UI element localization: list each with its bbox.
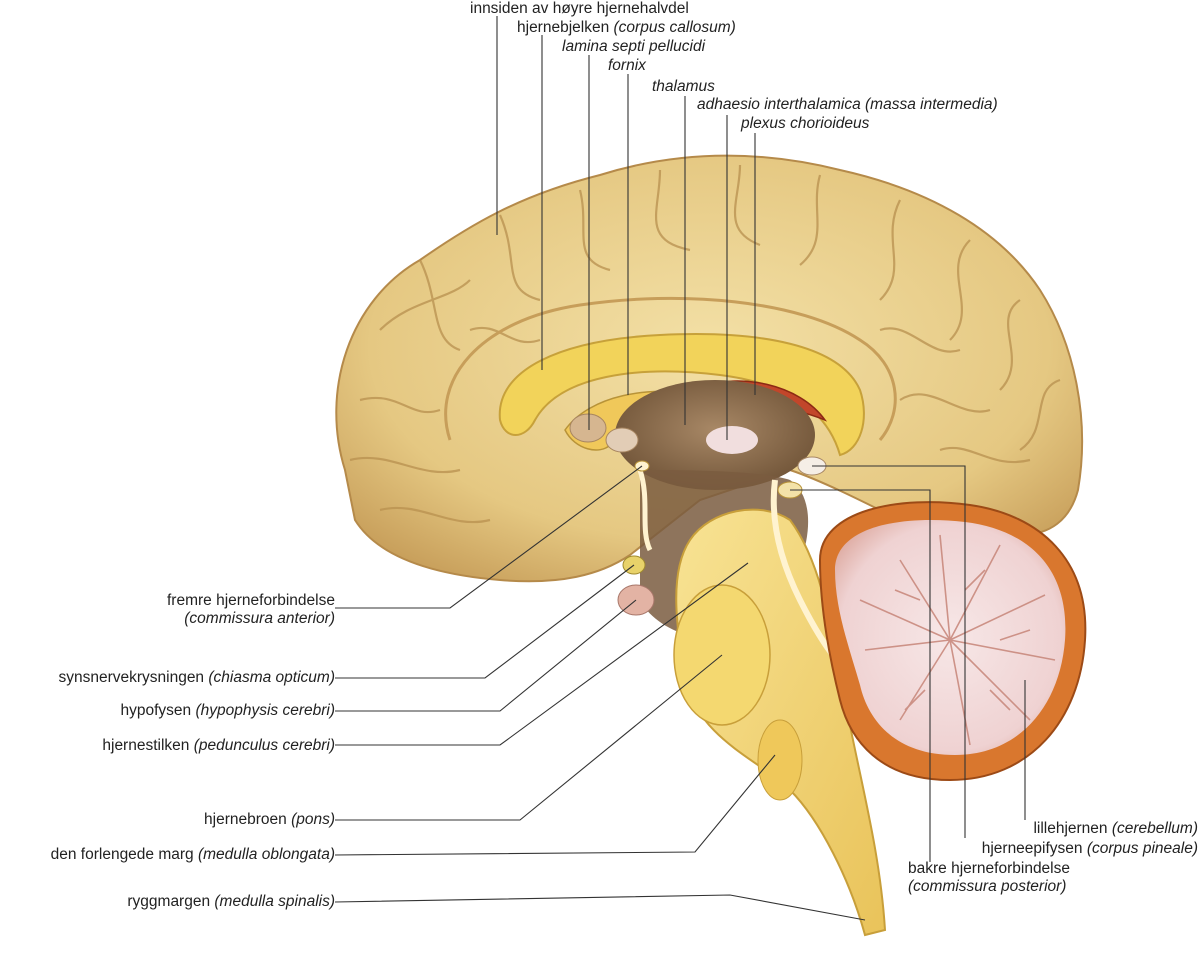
label-innsiden: innsiden av høyre hjernehalvdel bbox=[470, 0, 689, 18]
label-fremre: fremre hjerneforbindelse (commissura ant… bbox=[167, 592, 335, 628]
label-fornix: fornix bbox=[608, 57, 646, 75]
label-bakre-line1: bakre hjerneforbindelse bbox=[908, 860, 1070, 877]
label-innsiden-text: innsiden av høyre hjernehalvdel bbox=[470, 0, 689, 17]
cerebellum bbox=[818, 501, 1087, 782]
label-adhaesio-latin: adhaesio interthalamica (massa intermedi… bbox=[697, 96, 998, 113]
medulla-oblongata bbox=[757, 719, 803, 801]
label-bakre: bakre hjerneforbindelse (commissura post… bbox=[908, 860, 1070, 896]
label-forlengede-latin: (medulla oblongata) bbox=[197, 846, 335, 863]
lamina-septi-pellucidi bbox=[569, 413, 607, 443]
label-ryggmargen-text: ryggmargen bbox=[127, 893, 215, 910]
label-lillehjernen-latin: (cerebellum) bbox=[1111, 820, 1198, 837]
label-hjernebroen-latin: (pons) bbox=[291, 811, 335, 828]
corpus-callosum bbox=[498, 333, 865, 457]
label-fremre-line2: (commissura anterior) bbox=[184, 610, 335, 627]
label-hjernebroen-text: hjernebroen bbox=[204, 811, 292, 828]
label-epifysen-text: hjerneepifysen bbox=[981, 840, 1087, 857]
label-ryggmargen-latin: (medulla spinalis) bbox=[214, 893, 335, 910]
label-lamina: lamina septi pellucidi bbox=[562, 38, 705, 56]
anterior-thalamic-bulge bbox=[605, 427, 639, 453]
label-synsnerv-latin: (chiasma opticum) bbox=[208, 669, 335, 686]
label-bakre-line2: (commissura posterior) bbox=[908, 878, 1067, 895]
label-hjernestilken: hjernestilken (pedunculus cerebri) bbox=[102, 737, 335, 755]
adhaesio-interthalamica bbox=[706, 426, 758, 454]
label-hjernebjelken-latin: (corpus callosum) bbox=[613, 19, 736, 36]
label-adhaesio: adhaesio interthalamica (massa intermedi… bbox=[697, 96, 998, 114]
label-lillehjernen-text: lillehjernen bbox=[1033, 820, 1112, 837]
label-fremre-line1: fremre hjerneforbindelse bbox=[166, 592, 335, 609]
label-thalamus-latin: thalamus bbox=[652, 78, 715, 95]
label-forlengede-text: den forlengede marg bbox=[50, 846, 198, 863]
label-hypofysen-text: hypofysen bbox=[120, 702, 196, 719]
label-forlengede: den forlengede marg (medulla oblongata) bbox=[51, 846, 335, 864]
label-plexus-latin: plexus chorioideus bbox=[741, 115, 870, 132]
label-lamina-latin: lamina septi pellucidi bbox=[562, 38, 706, 55]
label-hypofysen-latin: (hypophysis cerebri) bbox=[195, 702, 335, 719]
leader-lines bbox=[334, 16, 1026, 921]
label-epifysen-latin: (corpus pineale) bbox=[1086, 840, 1198, 857]
label-synsnerv: synsnervekrysningen (chiasma opticum) bbox=[58, 669, 335, 687]
label-epifysen: hjerneepifysen (corpus pineale) bbox=[982, 840, 1198, 858]
label-thalamus: thalamus bbox=[652, 78, 715, 96]
lamina-terminalis bbox=[637, 469, 653, 552]
label-ryggmargen: ryggmargen (medulla spinalis) bbox=[127, 893, 335, 911]
label-hjernebjelken-text: hjernebjelken bbox=[517, 19, 614, 36]
label-hjernestilken-latin: (pedunculus cerebri) bbox=[193, 737, 335, 754]
label-plexus: plexus chorioideus bbox=[741, 115, 869, 133]
label-hjernebroen: hjernebroen (pons) bbox=[204, 811, 335, 829]
label-hypofysen: hypofysen (hypophysis cerebri) bbox=[120, 702, 335, 720]
label-hjernebjelken: hjernebjelken (corpus callosum) bbox=[517, 19, 736, 37]
label-lillehjernen: lillehjernen (cerebellum) bbox=[1033, 820, 1198, 838]
label-synsnerv-text: synsnervekrysningen bbox=[58, 669, 209, 686]
label-hjernestilken-text: hjernestilken bbox=[102, 737, 194, 754]
label-fornix-latin: fornix bbox=[608, 57, 646, 74]
